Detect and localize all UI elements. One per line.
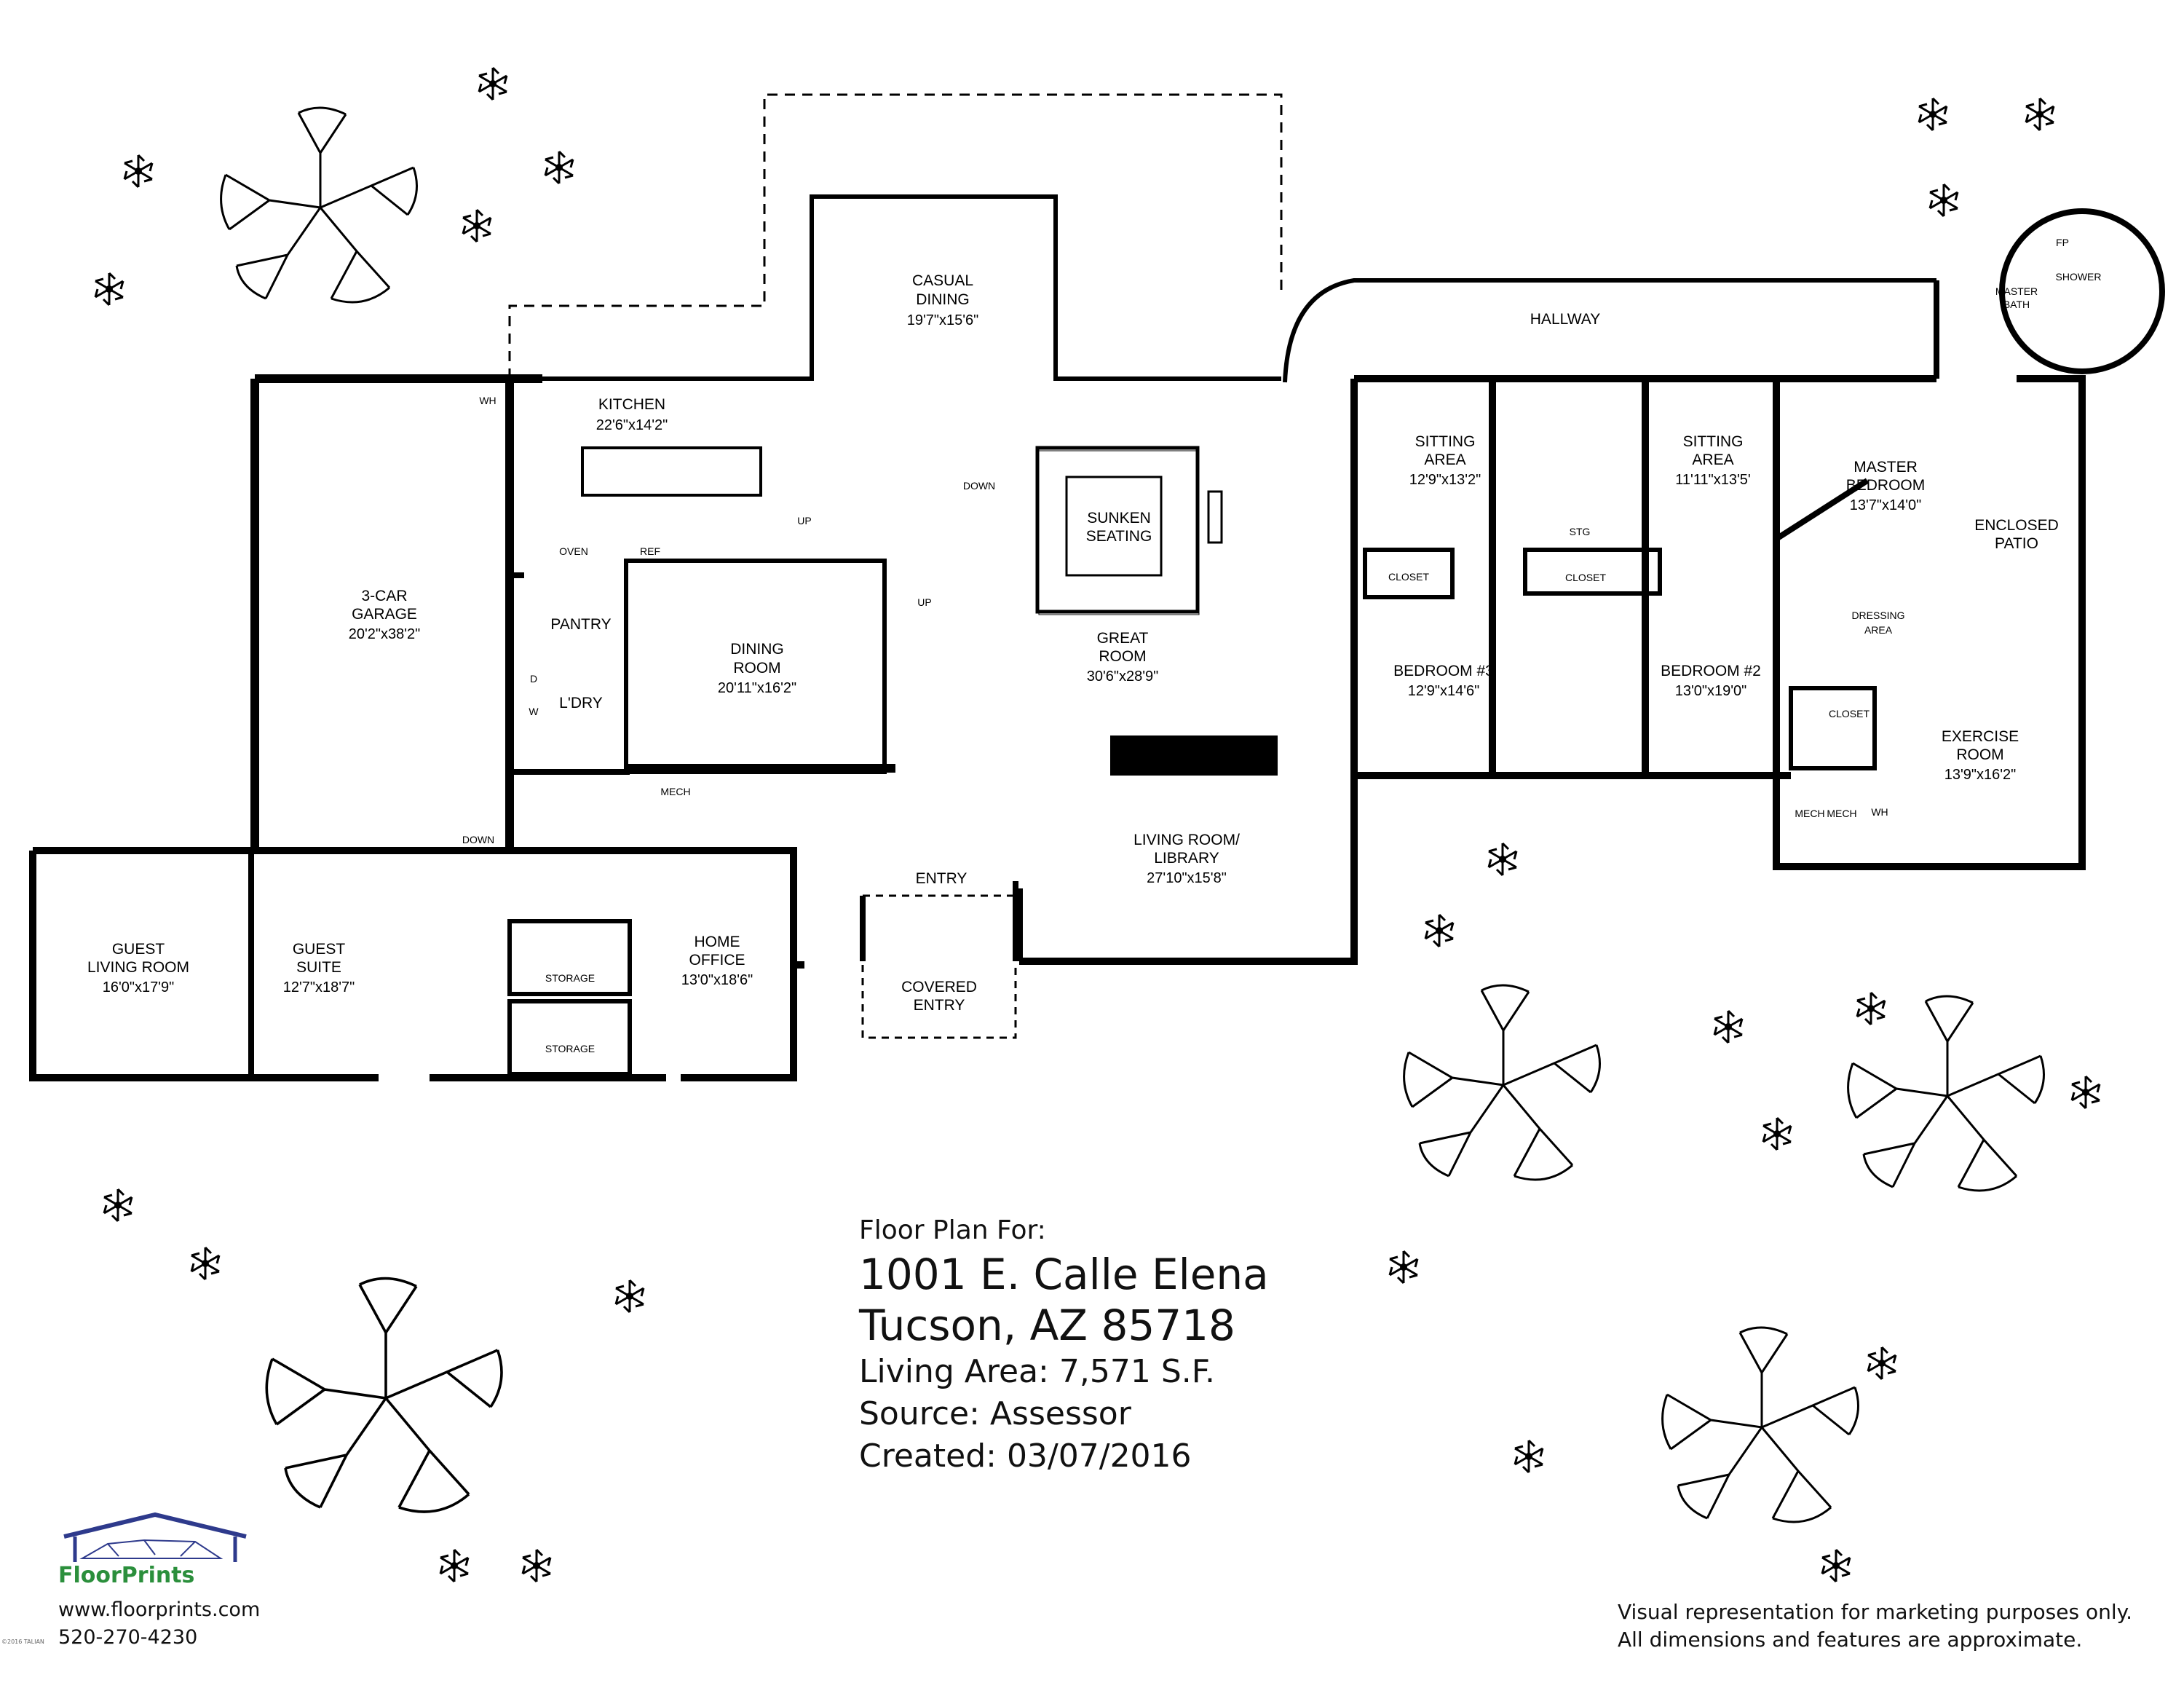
dining-label-1: DINING	[730, 641, 784, 658]
guest-living-label-1: GUEST	[112, 941, 165, 958]
source: Source: Assessor	[859, 1395, 1131, 1432]
casual-dining-label-2: DINING	[916, 291, 970, 308]
master-bedroom-label-1: MASTER	[1853, 459, 1918, 476]
bedroom3-label: BEDROOM #3	[1393, 663, 1494, 679]
covered-entry-label-1: COVERED	[901, 979, 977, 995]
hallway-label: HALLWAY	[1530, 311, 1600, 328]
fireplace-label: FP	[2056, 237, 2069, 248]
address-line-1: 1001 E. Calle Elena	[859, 1250, 1269, 1299]
water-heater-label-b: WH	[1871, 806, 1888, 818]
entry-label: ENTRY	[916, 870, 968, 887]
brand-contact: www.floorprints.com 520-270-4230	[58, 1596, 260, 1652]
address-line-2: Tucson, AZ 85718	[859, 1301, 1235, 1350]
great-room-size: 30'6"x28'9"	[1087, 669, 1159, 685]
pantry-label: PANTRY	[550, 616, 611, 633]
exercise-room-label-1: EXERCISE	[1942, 728, 2019, 745]
garage-label-1: 3-CAR	[361, 588, 407, 604]
garage-label-2: GARAGE	[352, 606, 417, 623]
closet-label-bed3: CLOSET	[1388, 571, 1429, 583]
guest-suite-label-1: GUEST	[293, 941, 346, 958]
stairs-down-label-b: DOWN	[462, 834, 494, 845]
master-bath-label-1: MASTER	[1995, 285, 2038, 297]
casual-dining-label-1: CASUAL	[912, 272, 973, 289]
exercise-room-label-2: ROOM	[1956, 746, 2003, 763]
kitchen-label: KITCHEN	[598, 396, 665, 413]
home-office-label-1: HOME	[695, 934, 740, 950]
master-bedroom-label-2: BEDROOM	[1846, 477, 1926, 494]
garage-size: 20'2"x38'2"	[349, 626, 421, 642]
exercise-room-size: 13'9"x16'2"	[1944, 767, 2017, 783]
property-info: Floor Plan For: 1001 E. Calle Elena Tucs…	[859, 1212, 1269, 1478]
sitting2-label-1: SITTING	[1683, 433, 1744, 450]
copyright-notice: ©2016 TALIAN	[1, 1638, 44, 1645]
great-room-label-1: GREAT	[1097, 630, 1149, 647]
living-library-label-2: LIBRARY	[1154, 850, 1219, 867]
storage-label-a: STORAGE	[545, 972, 595, 984]
oven-label: OVEN	[559, 545, 588, 557]
stairs-up-label-b: UP	[917, 596, 931, 608]
disclaimer-line-2: All dimensions and features are approxim…	[1618, 1628, 2083, 1652]
kitchen-size: 22'6"x14'2"	[596, 417, 668, 433]
enclosed-patio-label-2: PATIO	[1995, 535, 2038, 552]
master-bedroom-size: 13'7"x14'0"	[1850, 497, 1922, 513]
living-library-size: 27'10"x15'8"	[1147, 870, 1227, 886]
refrigerator-label: REF	[640, 545, 660, 557]
brand-name: FloorPrints	[58, 1563, 195, 1588]
dressing-area-label-1: DRESSING	[1851, 610, 1904, 621]
living-area: Living Area: 7,571 S.F.	[859, 1353, 1215, 1390]
mech-label-b: MECH	[1795, 808, 1824, 819]
bedroom3-size: 12'9"x14'6"	[1408, 683, 1480, 699]
storage-closet-label: STG	[1570, 526, 1591, 537]
home-office-label-2: OFFICE	[689, 952, 745, 969]
disclaimer: Visual representation for marketing purp…	[1618, 1598, 2132, 1654]
disclaimer-line-1: Visual representation for marketing purp…	[1618, 1600, 2133, 1624]
master-bath-label-2: BATH	[2003, 299, 2030, 310]
dressing-area-label-2: AREA	[1864, 624, 1893, 636]
dryer-label: D	[530, 673, 537, 685]
casual-dining-size: 19'7"x15'6"	[907, 312, 979, 328]
washer-label: W	[529, 706, 539, 717]
info-heading: Floor Plan For:	[859, 1215, 1046, 1245]
enclosed-patio-label-1: ENCLOSED	[1974, 517, 2059, 534]
bedroom2-label: BEDROOM #2	[1661, 663, 1761, 679]
guest-living-size: 16'0"x17'9"	[103, 979, 175, 995]
mech-label-a: MECH	[660, 786, 690, 797]
sitting3-size: 12'9"x13'2"	[1409, 472, 1481, 488]
sitting2-label-2: AREA	[1692, 451, 1733, 468]
dining-size: 20'11"x16'2"	[718, 680, 796, 696]
living-library-label-1: LIVING ROOM/	[1133, 832, 1240, 848]
guest-suite-size: 12'7"x18'7"	[283, 979, 355, 995]
shower-label: SHOWER	[2056, 271, 2102, 283]
storage-label-b: STORAGE	[545, 1043, 595, 1054]
closet-label-master: CLOSET	[1829, 708, 1870, 719]
stairs-down-label-a: DOWN	[963, 480, 995, 492]
laundry-label: L'DRY	[559, 695, 603, 711]
stairs-up-label-a: UP	[797, 515, 811, 526]
guest-suite-label-2: SUITE	[296, 959, 341, 976]
mech-label-c: MECH	[1827, 808, 1856, 819]
bedroom2-size: 13'0"x19'0"	[1675, 683, 1747, 699]
brand-website[interactable]: www.floorprints.com	[58, 1598, 261, 1621]
floorprints-logo-icon	[63, 1512, 247, 1562]
created-date: Created: 03/07/2016	[859, 1437, 1192, 1475]
sitting3-label-1: SITTING	[1415, 433, 1476, 450]
sunken-label-2: SEATING	[1086, 528, 1152, 545]
sitting2-size: 11'11"x13'5'	[1675, 472, 1750, 488]
sunken-label-1: SUNKEN	[1087, 510, 1151, 526]
guest-living-label-2: LIVING ROOM	[87, 959, 189, 976]
home-office-size: 13'0"x18'6"	[681, 972, 753, 988]
room-labels: KITCHEN 22'6"x14'2" CASUAL DINING 19'7"x…	[87, 237, 2102, 1054]
walls	[29, 93, 2165, 1081]
brand-phone: 520-270-4230	[58, 1626, 198, 1649]
covered-entry-label-2: ENTRY	[914, 997, 965, 1014]
great-room-label-2: ROOM	[1099, 648, 1146, 665]
closet-label-bed2: CLOSET	[1565, 572, 1606, 583]
dining-label-2: ROOM	[733, 660, 780, 677]
water-heater-label-a: WH	[479, 395, 496, 406]
sitting3-label-2: AREA	[1424, 451, 1465, 468]
